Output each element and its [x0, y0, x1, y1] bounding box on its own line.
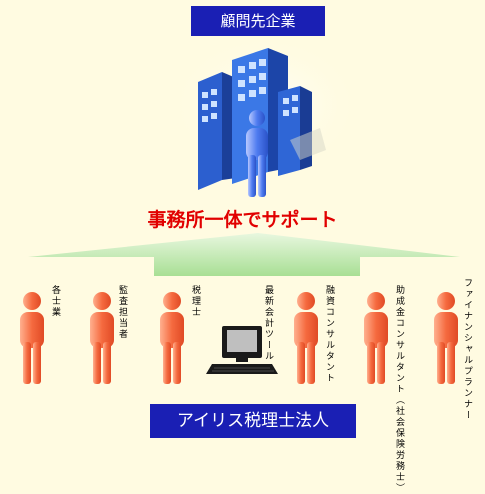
member-label: 税理士	[190, 285, 200, 318]
firm-label: アイリス税理士法人	[150, 404, 356, 438]
staff-person-icon	[294, 292, 318, 384]
member-label: 各士業	[50, 285, 60, 318]
member-label: ファイナンシャルプランナー	[462, 278, 472, 421]
staff-person-icon	[364, 292, 388, 384]
staff-person-icon	[434, 292, 458, 384]
support-arrow	[28, 233, 460, 276]
member-label: 最新会計ツール	[263, 285, 273, 362]
slogan-text: 事務所一体でサポート	[147, 209, 338, 231]
client-company-label: 顧問先企業	[191, 6, 325, 36]
member-label: 助成金コンサルタント（社会保険労務士）	[394, 285, 404, 494]
computer-icon	[206, 326, 278, 374]
staff-person-icon	[160, 292, 184, 384]
shadow	[290, 128, 326, 160]
diagram-canvas	[20, 35, 460, 384]
member-label: 監査担当者	[117, 285, 127, 340]
staff-person-icon	[90, 292, 114, 384]
staff-person-icon	[20, 292, 44, 384]
client-person-icon	[246, 110, 268, 197]
member-label: 融資コンサルタント	[324, 285, 334, 384]
